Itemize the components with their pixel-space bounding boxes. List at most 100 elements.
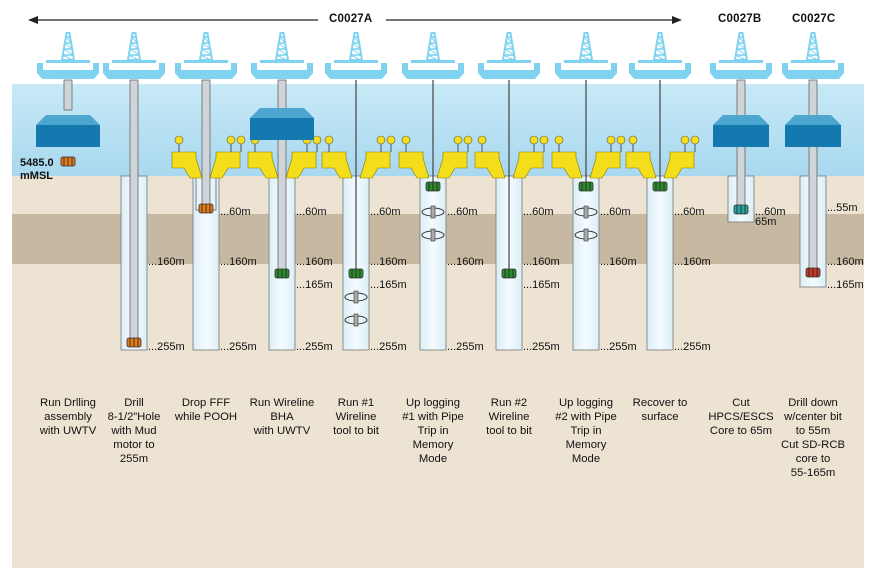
step-line: w/center bit [784, 411, 842, 423]
borehole-8 [572, 175, 600, 351]
drillship-derrick-6 [402, 32, 464, 79]
depth-label: ...160m [447, 256, 484, 268]
step-description-3: Drop FFF while POOH [160, 396, 252, 424]
step-line: Cut SD-RCB [780, 439, 846, 451]
drillship-derrick-7 [478, 32, 540, 79]
step-line: assembly [44, 411, 92, 423]
drill-string-1 [63, 79, 73, 111]
step-line: with UWTV [253, 425, 311, 437]
step-line: while POOH [174, 411, 238, 423]
drillship-derrick-9 [629, 32, 691, 79]
depth-label: ...255m [674, 341, 711, 353]
step-line: Run Wireline [249, 397, 315, 409]
drillship-derrick-1 [37, 32, 99, 79]
bit-assembly-10 [733, 204, 749, 215]
depth-label: 65m [755, 216, 777, 228]
step-line: Run Drlling [40, 397, 96, 409]
step-line: Memory [412, 439, 454, 451]
depth-label: ...160m [148, 256, 185, 268]
step-line: Wireline [335, 411, 377, 423]
reentry-cone [551, 135, 626, 179]
step-line: Trip in [417, 425, 449, 437]
reentry-platform [785, 125, 841, 147]
depth-label: ...165m [827, 279, 864, 291]
site-span-arrow [28, 16, 682, 24]
uwtv-frame [250, 118, 314, 140]
step-line: Drill down [788, 397, 838, 409]
depth-label: ...160m [370, 256, 407, 268]
step-line: Wireline [488, 411, 530, 423]
step-line: core to [795, 453, 831, 465]
drill-string-3 [201, 79, 211, 206]
borehole-9 [646, 175, 674, 351]
bit-assembly-4 [274, 268, 290, 279]
logging-sonde [344, 290, 368, 304]
drillship-derrick-10 [710, 32, 772, 79]
drill-string-11 [808, 79, 818, 271]
uwtv-frame [36, 125, 100, 147]
drill-string-2 [129, 79, 139, 347]
logging-sonde [421, 228, 445, 242]
water-depth-label: 5485.0 mMSL [20, 157, 54, 183]
drillship-derrick-2 [103, 32, 165, 79]
depth-label: ...255m [220, 341, 257, 353]
step-line: Mode [571, 453, 601, 465]
step-line: 8-1/2”Hole [107, 411, 161, 423]
step-line: tool to bit [486, 425, 532, 437]
depth-label: ...60m [370, 206, 401, 218]
depth-label: ...255m [370, 341, 407, 353]
depth-label: ...60m [447, 206, 478, 218]
depth-label: ...160m [827, 256, 864, 268]
depth-label: ...160m [674, 256, 711, 268]
bit-assembly-6 [425, 181, 441, 192]
bit-assembly-3 [198, 203, 214, 214]
depth-label: ...160m [523, 256, 560, 268]
drillship-derrick-11 [782, 32, 844, 79]
site-header-c0027b: C0027B [718, 13, 762, 25]
reentry-cone [398, 135, 473, 179]
logging-sonde [574, 228, 598, 242]
depth-label: ...160m [600, 256, 637, 268]
step-line: #1 with Pipe [402, 411, 464, 423]
depth-label: ...160m [220, 256, 257, 268]
reentry-cone [321, 135, 396, 179]
step-line: with Mud [111, 425, 157, 437]
step-line: HPCS/ESCS [708, 411, 774, 423]
step-line: Run #1 [337, 397, 375, 409]
step-line: Drop FFF [181, 397, 231, 409]
depth-label: ...165m [370, 279, 407, 291]
depth-label: ...255m [523, 341, 560, 353]
bit-assembly-5 [348, 268, 364, 279]
depth-label: ...255m [447, 341, 484, 353]
depth-label: ...160m [296, 256, 333, 268]
depth-label: ...165m [523, 279, 560, 291]
site-header-c0027a: C0027A [329, 13, 373, 25]
step-line: surface [641, 411, 679, 423]
step-line: motor to [113, 439, 155, 451]
step-line: 55-165m [790, 467, 836, 479]
depth-label: ...60m [600, 206, 631, 218]
depth-label: ...255m [148, 341, 185, 353]
depth-label: ...60m [674, 206, 705, 218]
logging-sonde [574, 205, 598, 219]
step-line: Trip in [570, 425, 602, 437]
logging-sonde [344, 313, 368, 327]
bit-assembly-9 [652, 181, 668, 192]
bit-assembly-11 [805, 267, 821, 278]
step-line: Core to 65m [709, 425, 773, 437]
reentry-cone [171, 135, 246, 179]
depth-label: ...60m [296, 206, 327, 218]
step-line: Up logging [405, 397, 460, 409]
step-line: Mode [418, 453, 448, 465]
depth-label: ...255m [600, 341, 637, 353]
drillship-derrick-3 [175, 32, 237, 79]
